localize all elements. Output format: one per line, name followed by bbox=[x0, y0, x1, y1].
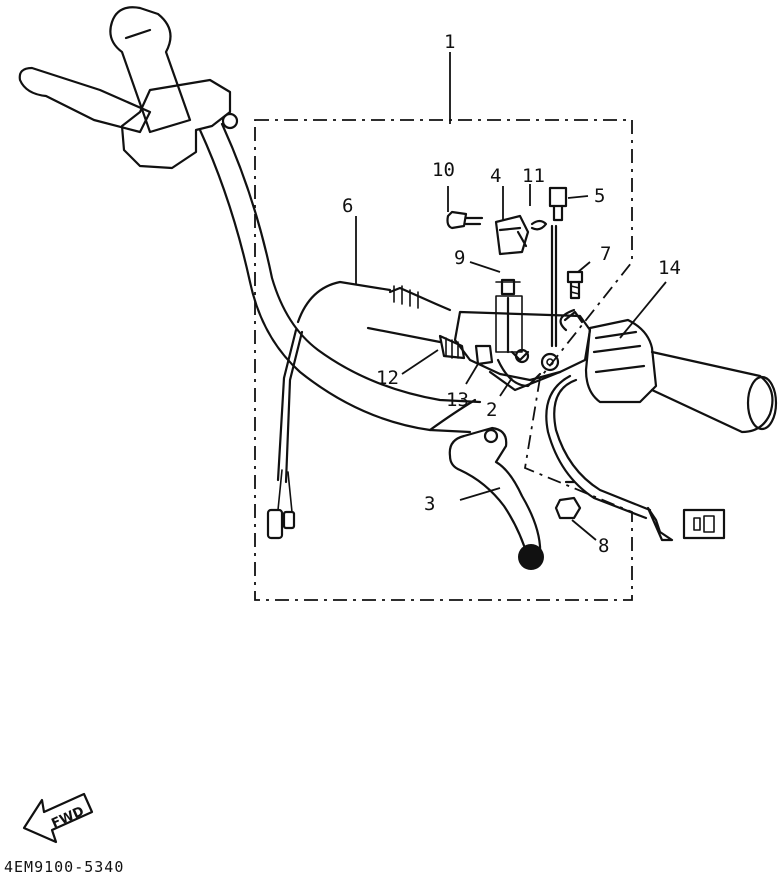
right-grip bbox=[559, 308, 778, 434]
callout-labels: 1 2 3 4 5 6 7 8 9 10 11 12 13 14 bbox=[342, 31, 681, 557]
callout-11: 11 bbox=[522, 165, 545, 187]
leader-lines bbox=[355, 52, 667, 541]
clutch-cable bbox=[266, 280, 452, 540]
screw-7 bbox=[566, 270, 584, 300]
callout-13: 13 bbox=[446, 389, 469, 411]
nut-8 bbox=[554, 480, 582, 520]
clutch-lever bbox=[448, 426, 544, 570]
callout-2: 2 bbox=[486, 399, 497, 421]
callout-12: 12 bbox=[376, 367, 399, 389]
callout-10: 10 bbox=[432, 159, 455, 181]
callout-7: 7 bbox=[600, 243, 611, 265]
callout-4: 4 bbox=[490, 165, 501, 187]
drawing-code: 4EM9100-5340 bbox=[4, 858, 124, 876]
bolt-5 bbox=[548, 186, 568, 348]
callout-14: 14 bbox=[658, 257, 681, 279]
cable-adjuster bbox=[366, 326, 494, 366]
callout-3: 3 bbox=[424, 493, 435, 515]
callout-6: 6 bbox=[342, 195, 353, 217]
fwd-arrow-icon: FWD bbox=[22, 792, 94, 844]
switch-bracket bbox=[446, 210, 548, 364]
callout-9: 9 bbox=[454, 247, 465, 269]
callout-5: 5 bbox=[594, 185, 605, 207]
assembly-boundary bbox=[254, 119, 633, 601]
left-grip-assembly bbox=[18, 6, 239, 170]
handlebar-tube bbox=[198, 122, 482, 434]
switch-wire bbox=[545, 374, 726, 542]
callout-8: 8 bbox=[598, 535, 609, 557]
callout-1: 1 bbox=[444, 31, 455, 53]
